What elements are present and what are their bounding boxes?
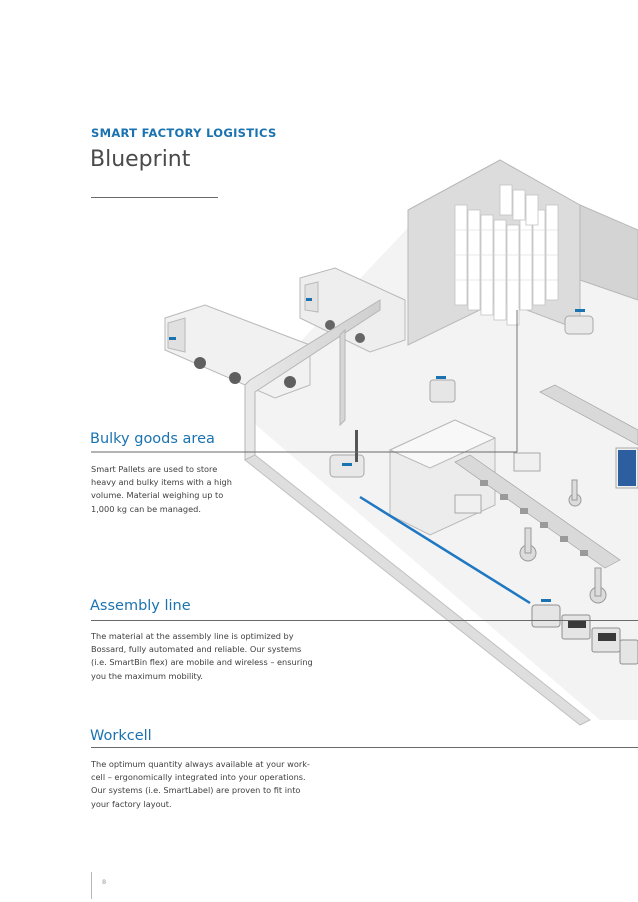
title-divider (91, 197, 218, 198)
page-number: 8 (102, 878, 107, 886)
page-number-marker (91, 872, 92, 899)
eyebrow-label: SMART FACTORY LOGISTICS (91, 126, 277, 140)
section-body-workcell: The optimum quantity always available at… (91, 759, 310, 809)
section-heading-workcell: Workcell (90, 728, 152, 744)
section-heading-assembly-line: Assembly line (90, 598, 191, 614)
page-title: Blueprint (90, 147, 191, 172)
section-divider-workcell (91, 747, 638, 748)
section-divider-assembly-line (91, 620, 638, 621)
section-body-assembly-line: The material at the assembly line is opt… (91, 631, 313, 681)
section-body-bulky-goods: Smart Pallets are used to store heavy an… (91, 464, 232, 514)
section-heading-bulky-goods: Bulky goods area (90, 431, 215, 447)
